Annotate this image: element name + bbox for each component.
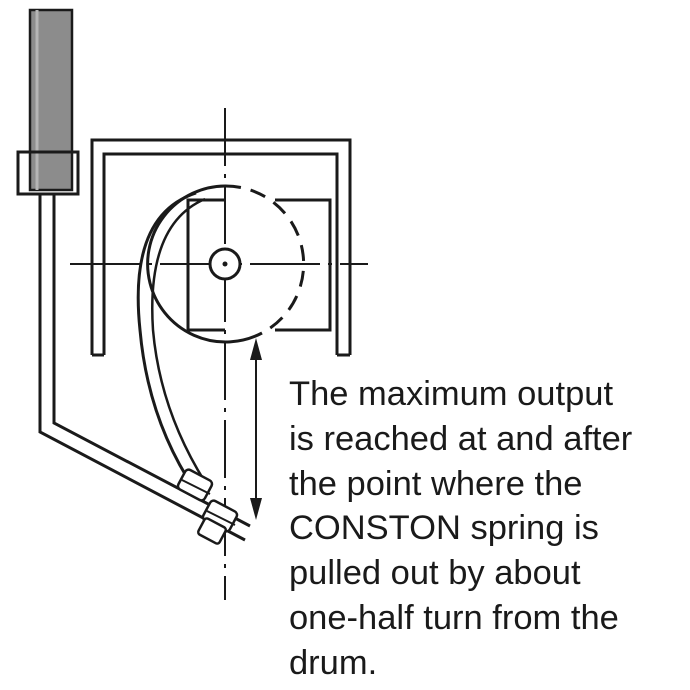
mounting-bracket-outer <box>38 194 246 542</box>
caption-text: The maximum output is reached at and aft… <box>289 372 684 686</box>
caption-line: is reached at and after <box>289 419 633 458</box>
spring-strip-inner <box>151 197 207 483</box>
housing-inner <box>102 152 339 355</box>
spring-clamp-bolts <box>176 468 239 545</box>
caption-line: drum. <box>289 643 378 682</box>
dimension-arrow-head-up <box>250 338 262 360</box>
arm-clamp <box>16 150 80 196</box>
caption-line: The maximum output <box>289 375 614 413</box>
housing-outer <box>90 138 352 355</box>
caption-line: pulled out by about <box>289 554 581 593</box>
caption-line: one-half turn from the <box>289 598 619 637</box>
drum-hub-center <box>222 261 228 267</box>
caption-line: the point where the <box>289 464 583 503</box>
mounting-bracket-inner <box>52 194 251 528</box>
caption-line: CONSTON spring is <box>289 509 599 548</box>
dimension-arrow-head-down <box>250 498 262 520</box>
spring-strip-outer <box>136 191 197 491</box>
spring-coil-dashed <box>224 184 306 335</box>
